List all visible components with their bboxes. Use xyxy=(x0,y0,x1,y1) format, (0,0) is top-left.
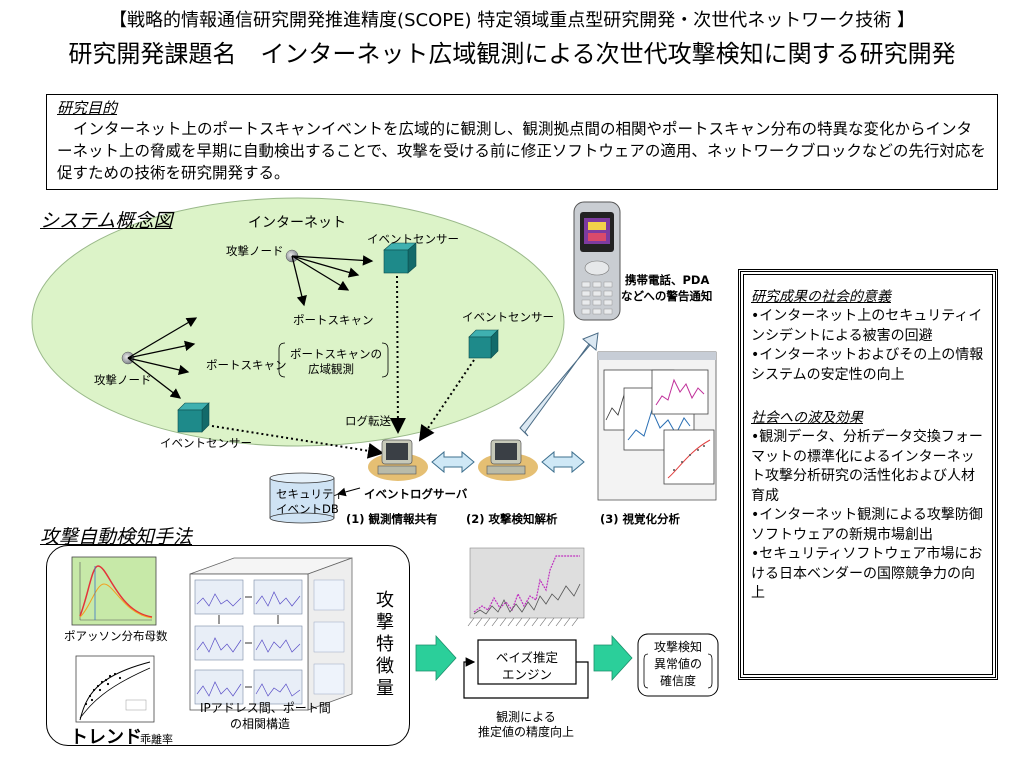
attack-node-left-label: 攻撃ノード xyxy=(94,373,152,387)
deviation-label: 乖離率 xyxy=(140,733,173,746)
significance-heading-1: 研究成果の社会的意義 xyxy=(751,289,891,305)
bayes-line1: ベイズ推定 xyxy=(495,650,559,665)
bayes-line2: エンジン xyxy=(501,667,552,682)
purpose-box: 研究目的 インターネット上のポートスキャンイベントを広域的に観測し、観測拠点間の… xyxy=(46,94,998,190)
security-db-cylinder xyxy=(269,472,335,524)
trend-label: トレンド xyxy=(70,727,142,748)
purpose-text: インターネット上のポートスキャンイベントを広域的に観測し、観測拠点間の相関やポー… xyxy=(57,120,986,182)
correlation-cube xyxy=(189,557,353,711)
detection-box xyxy=(637,633,719,697)
poisson-label: ポアッソン分布母数 xyxy=(64,629,168,643)
significance-item: •インターネット上のセキュリティインシデントによる被害の回避 xyxy=(751,308,983,344)
method-section-title: 攻撃自動検知手法 xyxy=(40,526,193,548)
significance-heading-2: 社会への波及効果 xyxy=(751,410,863,426)
log-transfer-label: ログ転送 xyxy=(345,414,391,428)
anomaly-chart xyxy=(467,547,585,627)
feature-to-bayes-arrow xyxy=(415,634,457,682)
visualization-screens xyxy=(597,351,717,501)
internet-cloud xyxy=(31,197,565,447)
sensor-right-cube xyxy=(468,329,499,359)
phone-label-line2: などへの警告通知 xyxy=(621,289,713,303)
attack-features-label: 攻 撃 特 徴 量 xyxy=(376,590,394,699)
sensor-top-label: イベントセンサー xyxy=(367,232,459,246)
accuracy-line2: 推定値の精度向上 xyxy=(477,725,574,739)
trend-chart xyxy=(75,655,155,723)
exchange-arrow-2 xyxy=(541,450,585,474)
portscan-label-1: ポートスキャン xyxy=(293,313,374,327)
internet-label: インターネット xyxy=(248,215,346,231)
effect-item: •セキュリティソフトウェア市場における日本ベンダーの国際競争力の向上 xyxy=(751,546,983,601)
significance-box: 研究成果の社会的意義 •インターネット上のセキュリティインシデントによる被害の回… xyxy=(738,269,998,680)
feedback-loop xyxy=(463,657,589,699)
bayes-to-detect-arrow xyxy=(593,634,633,682)
portscan-obs-line1: ポートスキャンの xyxy=(290,347,382,361)
accuracy-line1: 観測による xyxy=(496,710,556,724)
phone-label-line1: 携帯電話、PDA xyxy=(625,273,710,287)
attack-node-top-label: 攻撃ノード xyxy=(226,244,284,258)
sensor-bottom-label: イベントセンサー xyxy=(160,436,252,450)
sensor-top-cube xyxy=(383,242,417,274)
alert-arrow xyxy=(519,332,599,437)
detect-line1: 攻撃検知 xyxy=(653,640,702,654)
detect-line3: 確信度 xyxy=(659,674,696,688)
portscan-obs-line2: 広域観測 xyxy=(308,362,354,376)
portscan-label-2: ポートスキャン xyxy=(206,358,287,372)
sensor-right-label: イベントセンサー xyxy=(462,310,554,324)
security-db-line1: セキュリティ xyxy=(276,487,345,501)
sensor-bottom-cube xyxy=(177,402,210,433)
step-2-label: (2) 攻撃検知解析 xyxy=(466,512,558,526)
step-1-label: (1) 観測情報共有 xyxy=(346,512,438,526)
detect-line2: 異常値の xyxy=(653,657,702,671)
ip-corr-line2: の相関構造 xyxy=(229,717,290,731)
exchange-arrow-1 xyxy=(431,450,475,474)
poisson-chart xyxy=(71,556,157,626)
effect-item: •インターネット観測による攻撃防御ソフトウェアの新規市場創出 xyxy=(751,507,983,543)
security-db-line2: イベントDB xyxy=(276,502,339,516)
step-3-label: (3) 視覚化分析 xyxy=(600,512,681,526)
mobile-phone xyxy=(573,201,621,321)
attack-analysis-computer xyxy=(478,439,538,481)
ip-corr-line1: IPアドレス間、ポート間 xyxy=(200,701,331,715)
event-log-server-label: イベントログサーバ xyxy=(364,487,468,501)
purpose-label: 研究目的 xyxy=(57,99,118,117)
system-section-title: システム概念図 xyxy=(40,210,173,232)
program-header: 【戦略的情報通信研究開発推進精度(SCOPE) 特定領域重点型研究開発・次世代ネ… xyxy=(109,10,915,31)
page-title: 研究開発課題名 インターネット広域観測による次世代攻撃検知に関する研究開発 xyxy=(68,40,956,68)
effect-item: •観測データ、分析データ交換フォーマットの標準化によるインターネット攻撃分析研究… xyxy=(751,429,983,504)
significance-item: •インターネットおよびその上の情報システムの安定性の向上 xyxy=(751,347,984,383)
event-log-server-computer xyxy=(368,439,428,481)
method-box xyxy=(46,545,410,746)
